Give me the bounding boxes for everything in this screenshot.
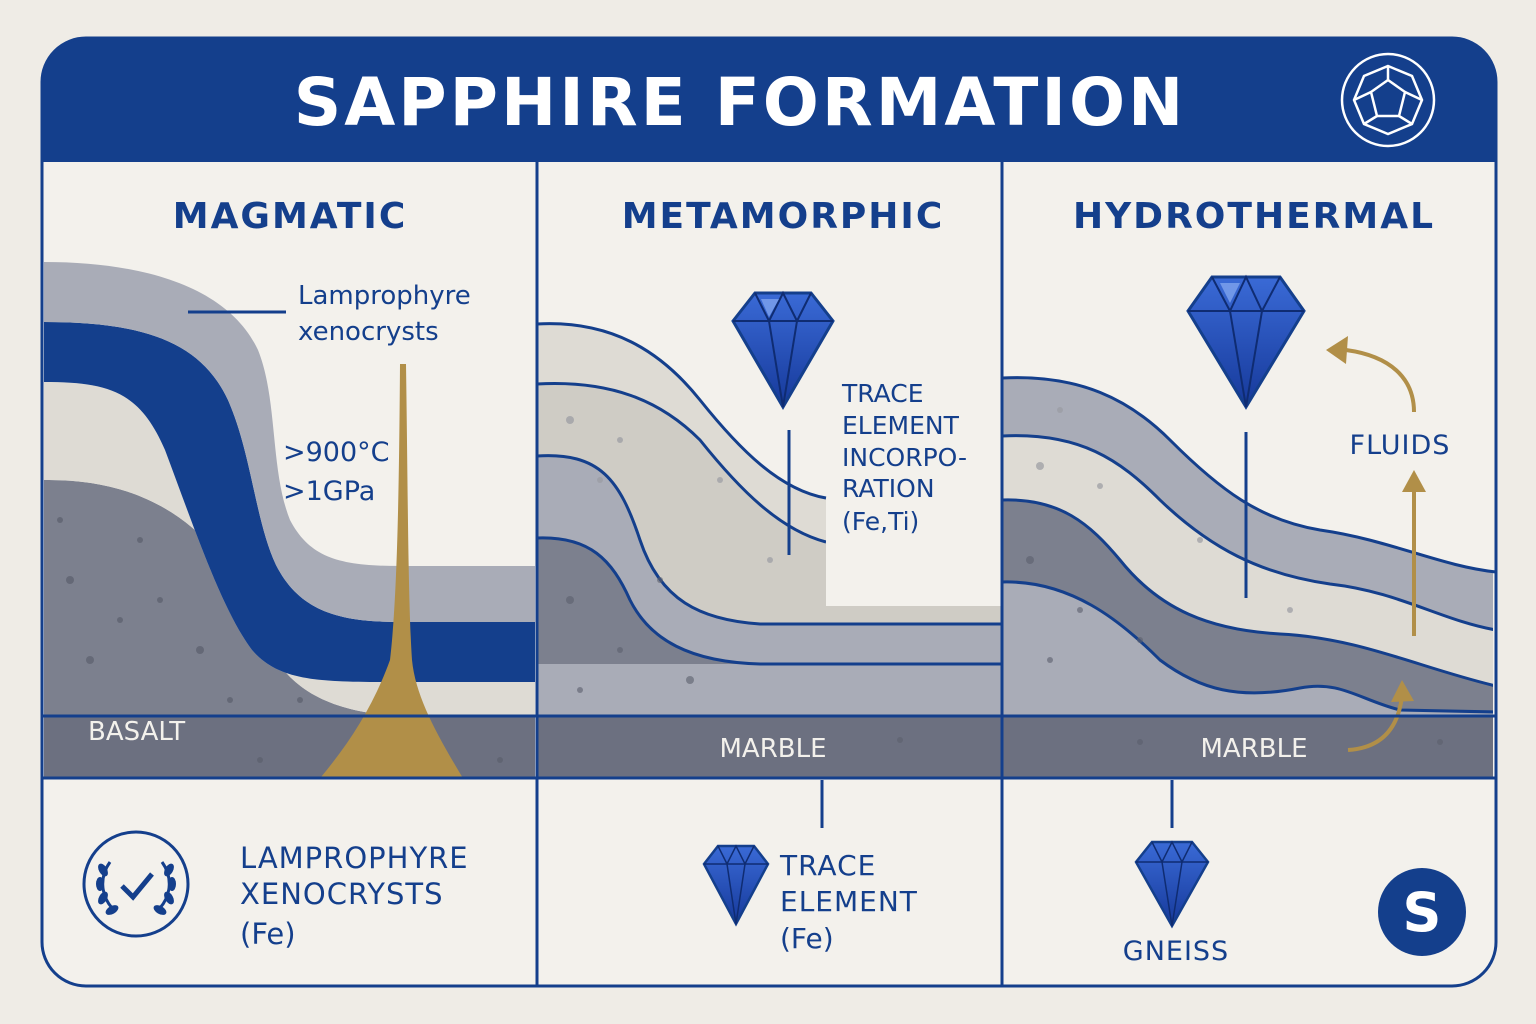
callout-background	[826, 360, 1002, 606]
page-title: SAPPHIRE FORMATION	[294, 64, 1187, 141]
heading-magmatic: MAGMATIC	[173, 196, 408, 237]
footer-metamorphic-line2: ELEMENT	[780, 885, 918, 918]
sapphire-gem-icon	[1186, 274, 1306, 410]
lamprophyre-callout-line1: Lamprophyre	[298, 281, 471, 311]
lamprophyre-callout-line2: xenocrysts	[298, 317, 439, 347]
heading-hydrothermal: HYDROTHERMAL	[1073, 196, 1435, 237]
fluids-label: FLUIDS	[1350, 430, 1451, 461]
curved-arrow-icon	[1345, 348, 1416, 413]
arrowhead-top	[1326, 336, 1348, 364]
metamorphic-callout-line4: RATION	[842, 474, 935, 503]
metamorphic-callout-line5: (Fe,Ti)	[842, 507, 919, 536]
light-strip	[537, 664, 1002, 716]
panel-magmatic-cross-section	[44, 262, 535, 778]
footer-magmatic-line2: XENOCRYSTS	[240, 877, 444, 911]
lamprophyre-dike	[320, 364, 463, 778]
metamorphic-callout-line2: ELEMENT	[842, 411, 960, 440]
heading-metamorphic: METAMORPHIC	[622, 196, 945, 237]
base-rock-label-marble: MARBLE	[719, 734, 826, 764]
sapphire-gem-icon	[702, 844, 770, 927]
grey-rock-band	[44, 262, 535, 622]
temperature-condition: >900°C	[283, 437, 390, 468]
marble-floor	[1002, 716, 1493, 778]
base-rock-label-marble: MARBLE	[1200, 734, 1307, 764]
arrowhead-vertical	[1402, 470, 1426, 492]
frame-outline	[40, 36, 1498, 988]
footer-magmatic-line3: (Fe)	[240, 917, 296, 951]
panel2-upper-line	[536, 322, 827, 500]
title-bar	[42, 38, 1496, 162]
fluid-lower-arrow	[1347, 695, 1404, 752]
navy-rock-band	[44, 322, 535, 682]
basalt-layer	[44, 479, 535, 778]
marble-floor	[537, 716, 1002, 778]
svg-text:S: S	[1403, 881, 1442, 944]
pressure-condition: >1GPa	[283, 476, 375, 507]
light-rock-band	[44, 382, 535, 716]
arrowhead-lower	[1391, 680, 1414, 702]
base-rock-label-basalt: BASALT	[88, 717, 185, 747]
gem-outline-icon	[1340, 52, 1436, 148]
panel-metamorphic-cross-section	[537, 323, 1002, 778]
footer-magmatic-line1: LAMPROPHYRE	[240, 841, 469, 875]
metamorphic-callout-line1: TRACE	[841, 379, 924, 408]
footer-metamorphic-line3: (Fe)	[780, 922, 834, 955]
laurel-check-icon	[82, 830, 190, 938]
sapphire-gem-icon	[731, 290, 835, 410]
metamorphic-callout-line3: INCORPO-	[842, 443, 967, 472]
s-circle-icon: S	[1378, 868, 1466, 956]
footer-metamorphic-line1: TRACE	[779, 849, 876, 882]
footer-hydrothermal-label: GNEISS	[1123, 936, 1229, 967]
sapphire-gem-icon	[1134, 840, 1210, 929]
